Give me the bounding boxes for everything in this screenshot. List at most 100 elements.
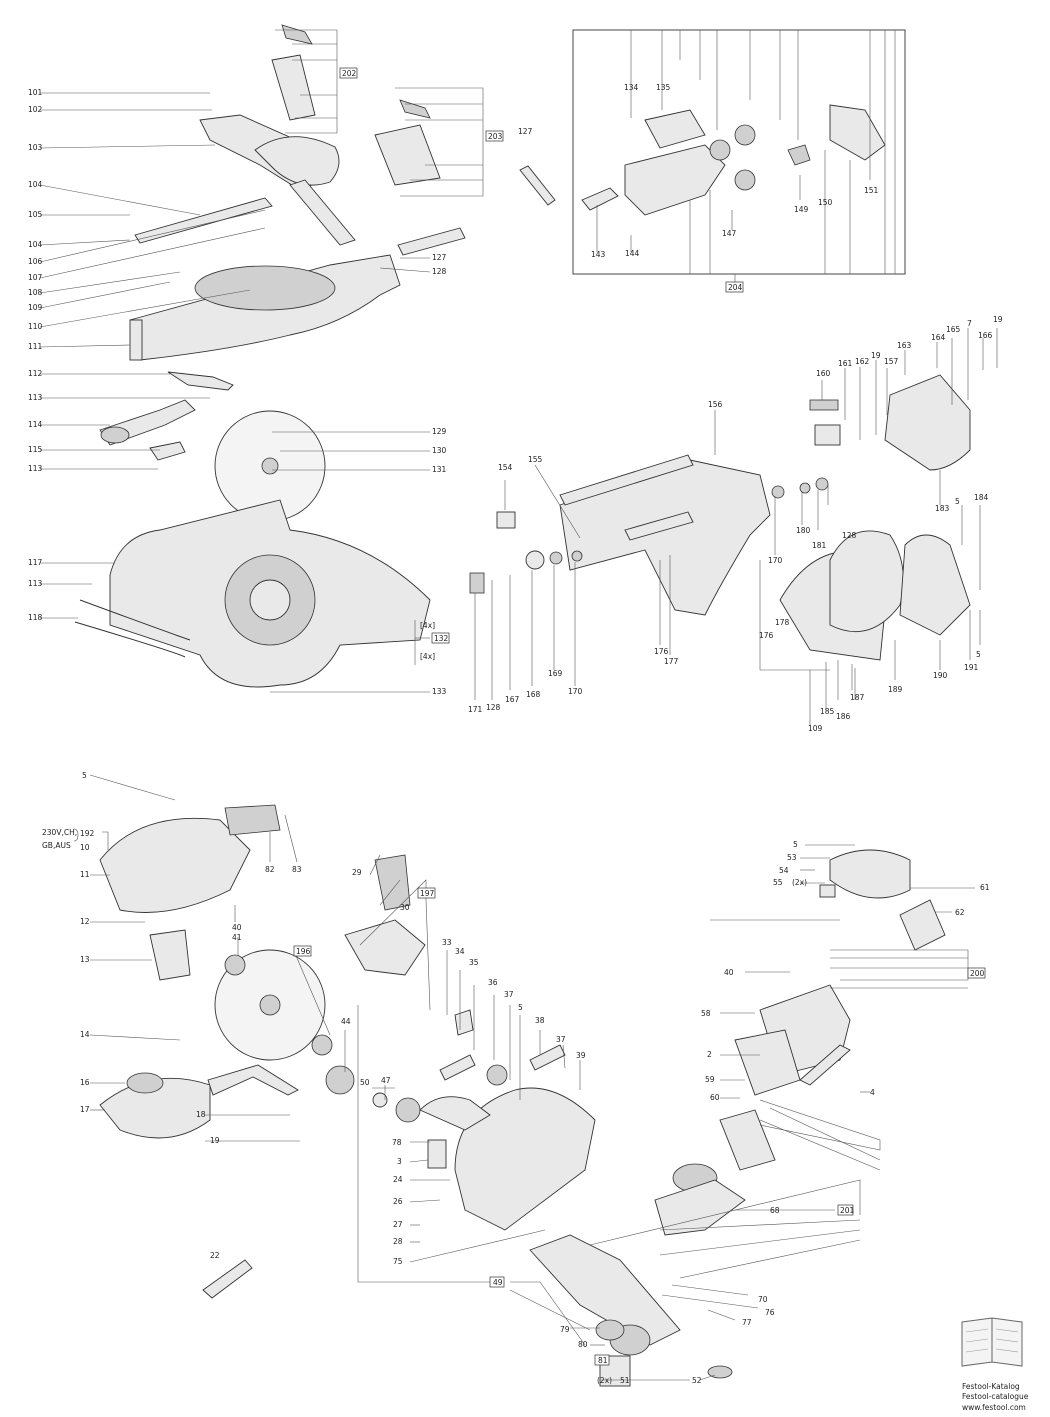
part-label-114: 114 — [28, 420, 43, 429]
part-label-41: 41 — [232, 933, 242, 942]
part-label-47: 47 — [381, 1076, 391, 1085]
footer-website: www.festool.com — [962, 1403, 1026, 1412]
part-label-5-1: 5 — [82, 771, 87, 780]
part-label-160: 160 — [816, 369, 831, 378]
part-label-34: 34 — [455, 947, 465, 956]
part-label-2: 2 — [707, 1050, 712, 1059]
part-label-149: 149 — [794, 205, 809, 214]
part-label-3: 3 — [397, 1157, 402, 1166]
leader-lines — [39, 29, 998, 1381]
footer: Festool-Katalog Festool-catalogue www.fe… — [961, 1317, 1029, 1412]
part-label-185: 185 — [820, 707, 835, 716]
part-label-169: 169 — [548, 669, 563, 678]
part-label-171: 171 — [468, 705, 483, 714]
part-label-104-2: 104 — [28, 240, 43, 249]
voltage-note-line2: GB,AUS — [42, 841, 71, 850]
part-label-131: 131 — [432, 465, 447, 474]
part-label-115: 115 — [28, 445, 43, 454]
part-label-164: 164 — [931, 333, 946, 342]
part-label-78: 78 — [392, 1138, 402, 1147]
part-label-30: 30 — [400, 903, 410, 912]
part-label-61: 61 — [980, 883, 990, 892]
part-label-129: 129 — [432, 427, 447, 436]
part-label-53: 53 — [787, 853, 797, 862]
part-label-102: 102 — [28, 105, 43, 114]
part-label-180: 180 — [796, 526, 811, 535]
part-label-19-3: 19 — [210, 1136, 220, 1145]
part-label-106: 106 — [28, 257, 43, 266]
group-label-202: 202 — [339, 67, 358, 79]
part-label-5-5: 5 — [793, 840, 798, 849]
part-label-60: 60 — [710, 1093, 720, 1102]
svg-text:204: 204 — [728, 283, 743, 292]
svg-text:202: 202 — [342, 69, 357, 78]
part-label-144: 144 — [625, 249, 640, 258]
group-label-204: 204 — [725, 281, 744, 293]
part-label-70: 70 — [758, 1295, 768, 1304]
qty-note-132b: [4x] — [420, 652, 435, 661]
part-label-51: 51 — [620, 1376, 630, 1385]
part-label-68: 68 — [770, 1206, 780, 1215]
part-label-37-2: 37 — [556, 1035, 566, 1044]
svg-text:201: 201 — [840, 1206, 855, 1215]
part-label-189: 189 — [888, 685, 903, 694]
part-label-166: 166 — [978, 331, 993, 340]
group-label-197: 197 — [417, 887, 436, 899]
part-label-128-1: 128 — [432, 267, 447, 276]
part-label-109-2: 109 — [808, 724, 823, 733]
part-label-176-1: 176 — [654, 647, 669, 656]
part-label-177: 177 — [664, 657, 679, 666]
part-label-104-1: 104 — [28, 180, 43, 189]
part-label-58: 58 — [701, 1009, 711, 1018]
svg-text:197: 197 — [420, 889, 435, 898]
part-label-184: 184 — [974, 493, 989, 502]
part-label-36: 36 — [488, 978, 498, 987]
part-label-150: 150 — [818, 198, 833, 207]
part-label-176-2: 176 — [759, 631, 774, 640]
part-label-76: 76 — [765, 1308, 775, 1317]
part-label-17: 17 — [80, 1105, 90, 1114]
part-label-192: 192 — [80, 829, 95, 838]
part-number-labels: 2345555571011121314161718191919222426272… — [28, 83, 1003, 1385]
part-label-135: 135 — [656, 83, 671, 92]
part-label-103: 103 — [28, 143, 43, 152]
part-label-33: 33 — [442, 938, 452, 947]
part-label-62: 62 — [955, 908, 965, 917]
part-label-13: 13 — [80, 955, 90, 964]
svg-text:203: 203 — [488, 132, 503, 141]
part-label-128-2: 128 — [486, 703, 501, 712]
part-label-127-1: 127 — [432, 253, 447, 262]
part-label-170-2: 170 — [768, 556, 783, 565]
part-label-186: 186 — [836, 712, 851, 721]
part-label-22: 22 — [210, 1251, 220, 1260]
part-label-39: 39 — [576, 1051, 586, 1060]
group-label-49: 49 — [489, 1276, 505, 1288]
part-label-7: 7 — [967, 319, 972, 328]
footer-catalog-en: Festool-catalogue — [962, 1392, 1029, 1401]
part-label-134: 134 — [624, 83, 639, 92]
part-label-4: 4 — [870, 1088, 875, 1097]
group-label-81: 81 — [594, 1354, 610, 1366]
part-label-118: 118 — [28, 613, 43, 622]
part-label-54: 54 — [779, 866, 789, 875]
footer-catalog-de: Festool-Katalog — [962, 1382, 1020, 1391]
part-label-75: 75 — [393, 1257, 403, 1266]
part-label-28: 28 — [393, 1237, 403, 1246]
part-label-128-3: 128 — [842, 531, 857, 540]
part-label-170-1: 170 — [568, 687, 583, 696]
part-label-5-2: 5 — [955, 497, 960, 506]
part-label-111: 111 — [28, 342, 43, 351]
part-label-151: 151 — [864, 186, 879, 195]
part-label-108: 108 — [28, 288, 43, 297]
part-label-187: 187 — [850, 693, 865, 702]
part-label-155: 155 — [528, 455, 543, 464]
part-label-37-1: 37 — [504, 990, 514, 999]
part-label-162: 162 — [855, 357, 870, 366]
group-label-196: 196 — [293, 945, 312, 957]
part-label-59: 59 — [705, 1075, 715, 1084]
part-label-154: 154 — [498, 463, 513, 472]
part-label-127-2: 127 — [518, 127, 533, 136]
part-label-40-2: 40 — [724, 968, 734, 977]
part-label-133: 133 — [432, 687, 447, 696]
